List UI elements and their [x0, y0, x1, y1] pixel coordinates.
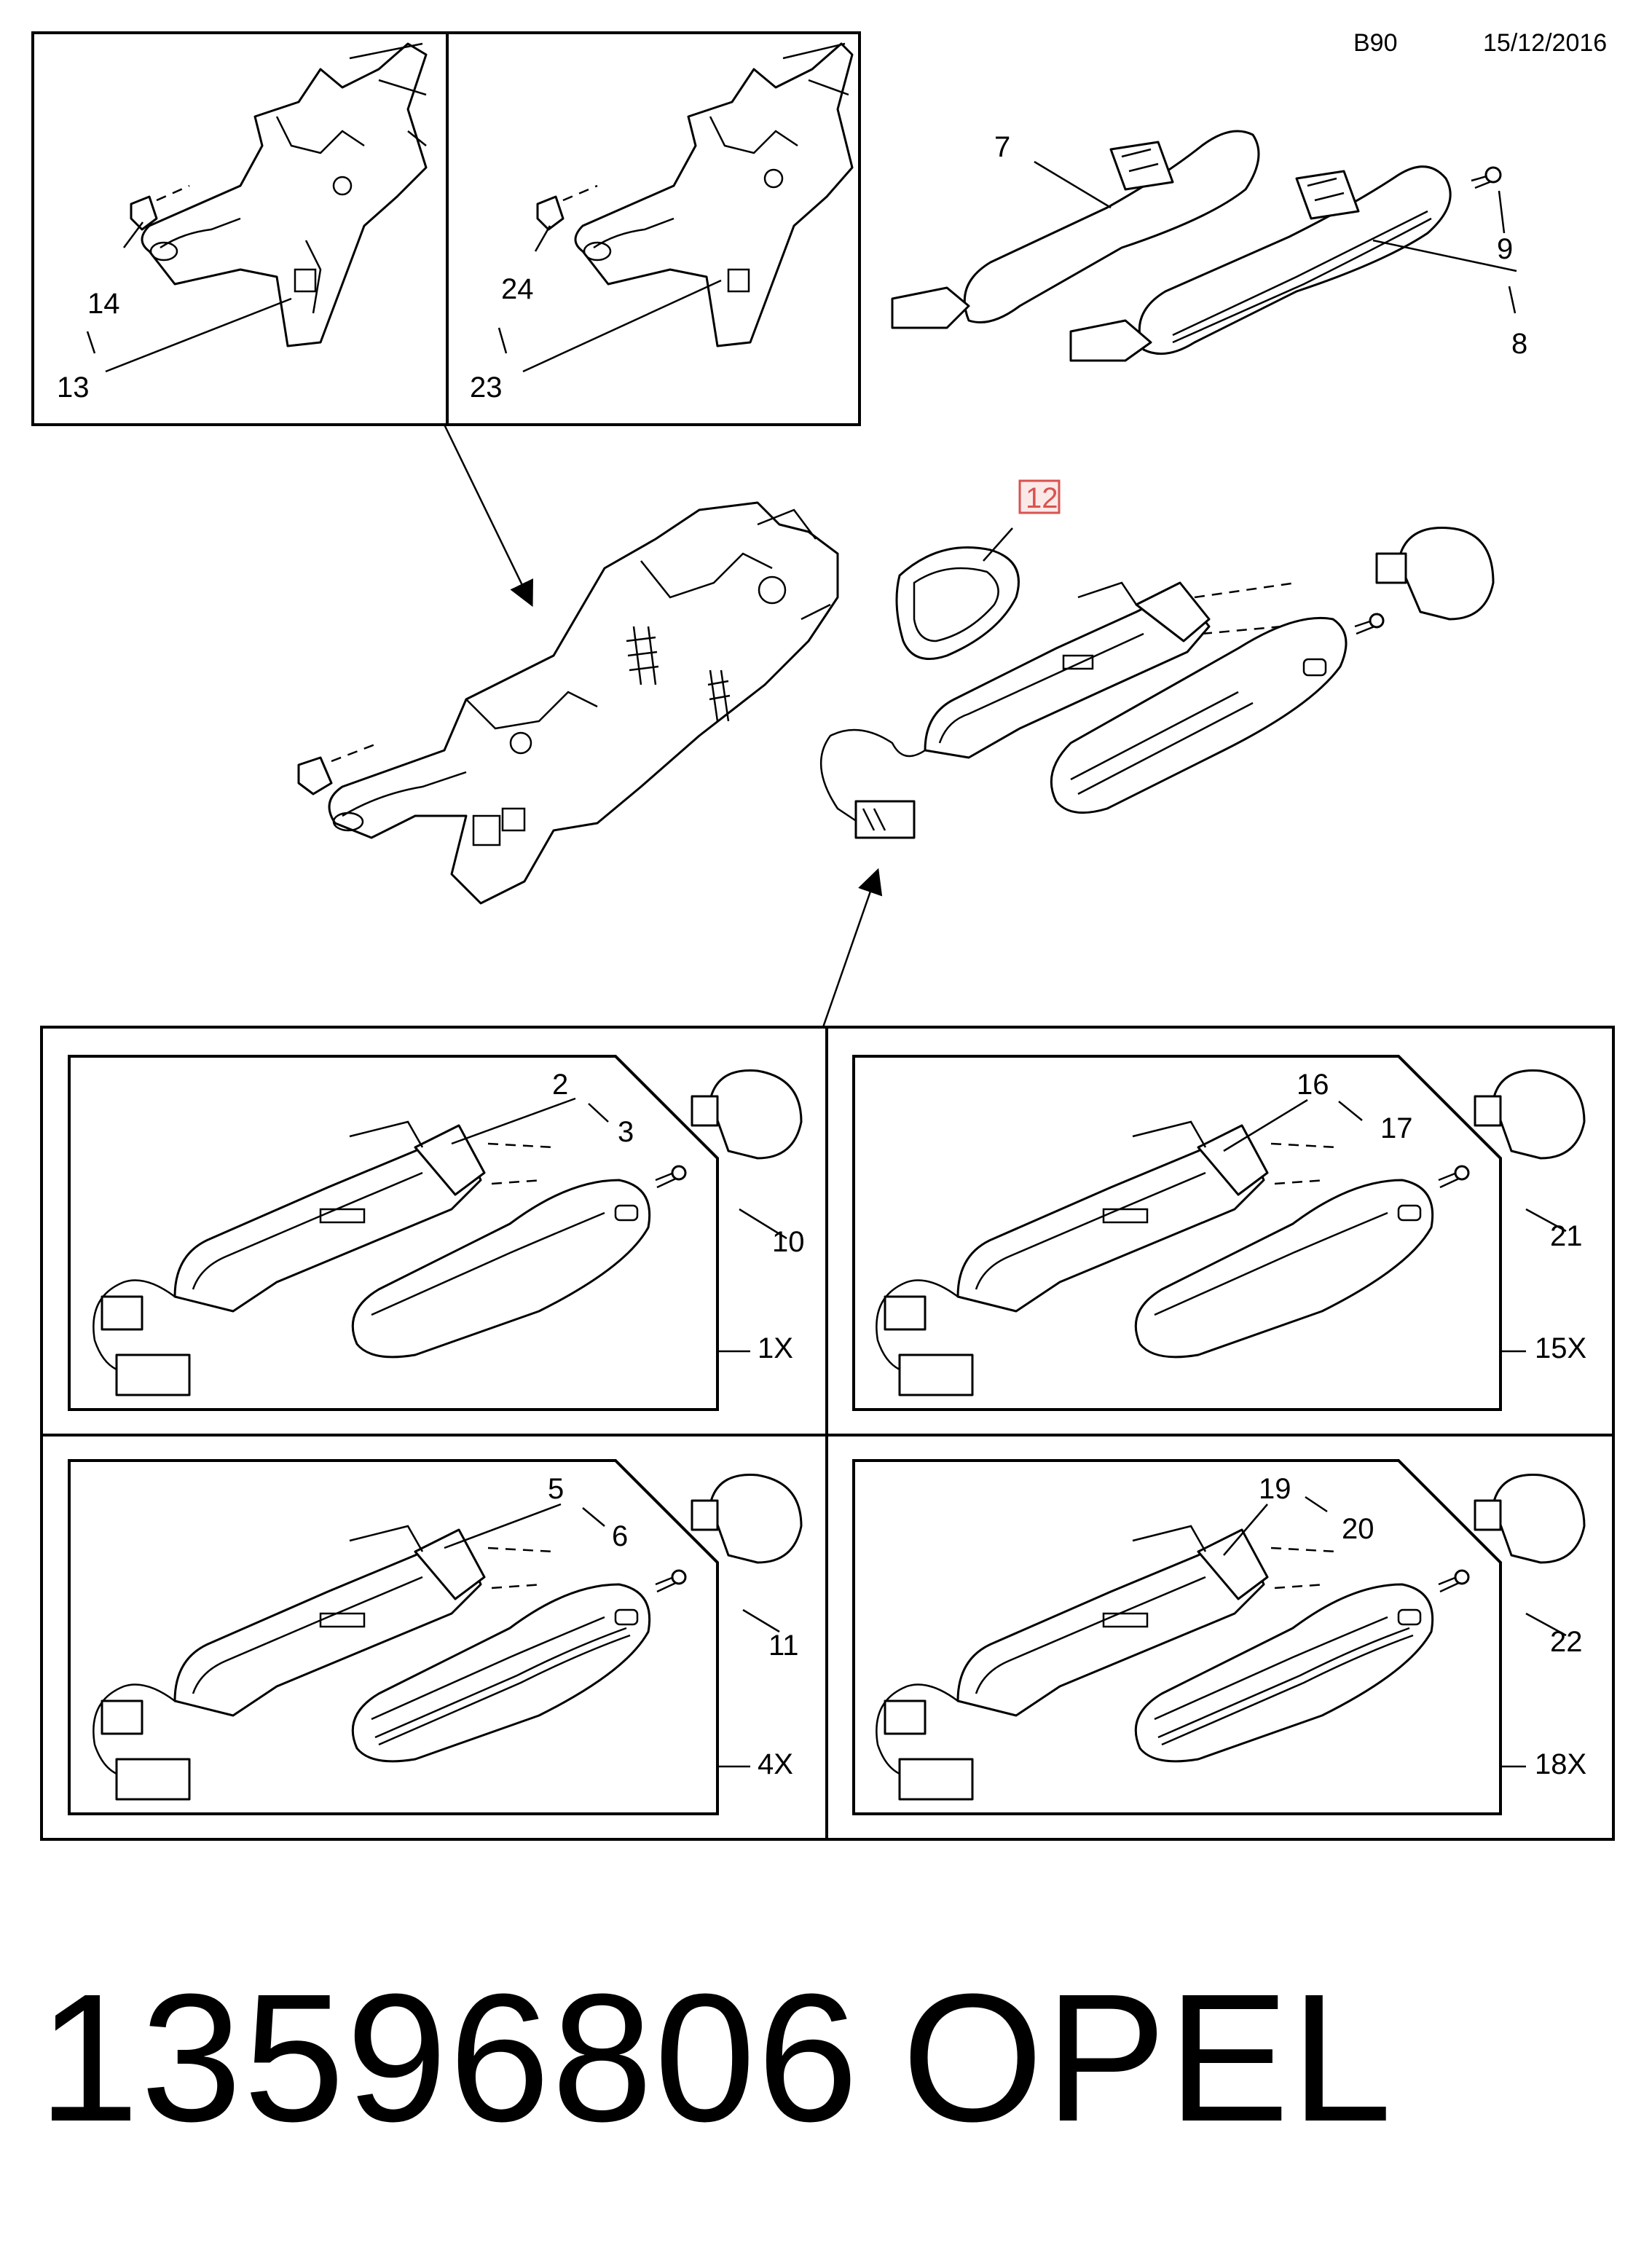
callout-20: 20	[1342, 1513, 1374, 1545]
leader-6a	[582, 1507, 605, 1527]
leader-13a	[86, 331, 96, 354]
callout-8: 8	[1511, 328, 1527, 360]
leader-23a	[497, 327, 508, 354]
leader-9	[1498, 190, 1506, 234]
connector	[898, 1353, 974, 1396]
callout-6: 6	[612, 1520, 628, 1552]
end-cap	[709, 1474, 803, 1564]
leader-24	[534, 225, 551, 252]
leader-7	[1034, 160, 1112, 209]
detail-frames-top	[31, 31, 861, 426]
callout-10: 10	[772, 1226, 805, 1258]
leader-8b	[1508, 286, 1517, 314]
brand-name: OPEL	[902, 1956, 1393, 2159]
callout-7: 7	[994, 131, 1010, 163]
leader-8	[1372, 239, 1517, 272]
leader	[742, 1608, 780, 1633]
arrow-from-variants	[822, 868, 883, 1028]
end-cap	[1492, 1474, 1586, 1564]
diagram-date: 15/12/2016	[1483, 29, 1608, 57]
leader-17a	[1338, 1101, 1363, 1121]
callout-19: 19	[1259, 1473, 1291, 1505]
callout-21: 21	[1550, 1220, 1583, 1252]
qty-18x: 18X	[1535, 1748, 1586, 1780]
handle-bracket	[173, 1128, 482, 1313]
connector	[115, 1758, 191, 1801]
callout-5: 5	[548, 1473, 564, 1505]
handle-bracket-centre	[819, 581, 1385, 839]
callout-2: 2	[552, 1069, 568, 1101]
callout-12-box	[1018, 479, 1061, 514]
callout-16: 16	[1297, 1069, 1329, 1101]
variant-18x	[876, 1474, 1586, 1801]
leader	[444, 1503, 562, 1549]
outer-handle-8	[1069, 165, 1502, 362]
variant-1x	[93, 1069, 803, 1396]
door-lock-assembly	[297, 501, 839, 905]
leader	[1223, 1099, 1308, 1152]
callout-23: 23	[470, 372, 503, 404]
variant-grid	[40, 1026, 1615, 1841]
callout-3: 3	[618, 1116, 634, 1148]
leader-23	[522, 279, 722, 373]
callout-17: 17	[1380, 1112, 1413, 1144]
leader-12	[983, 527, 1013, 562]
end-cap-centre	[1375, 527, 1495, 621]
variant-handles	[93, 1069, 1586, 1801]
leader	[451, 1097, 576, 1145]
callout-22: 22	[1550, 1626, 1583, 1658]
leader	[739, 1208, 787, 1240]
qty-1x: 1X	[758, 1332, 793, 1364]
callout-11: 11	[768, 1630, 799, 1662]
handle-bracket	[956, 1128, 1265, 1313]
variant-4x	[93, 1474, 803, 1801]
leader-3a	[588, 1103, 609, 1123]
leader	[1223, 1504, 1268, 1556]
handle-seal-12	[895, 546, 1020, 660]
leader-14	[122, 221, 144, 248]
qty-15x: 15X	[1535, 1332, 1586, 1364]
handle-bracket	[173, 1532, 482, 1717]
leader-13	[105, 297, 292, 373]
variant-15x	[876, 1069, 1586, 1396]
callout-14: 14	[87, 288, 120, 320]
part-number: 13596806	[38, 1956, 860, 2159]
qty-4x: 4X	[758, 1748, 793, 1780]
connector	[115, 1353, 191, 1396]
leader	[1525, 1208, 1567, 1233]
leader-20a	[1305, 1496, 1328, 1513]
lock-mechanism-right	[536, 42, 854, 347]
connector	[898, 1758, 974, 1801]
leader	[1525, 1612, 1567, 1637]
arrow-to-assembly	[443, 424, 533, 608]
diagram-code: B90	[1353, 29, 1398, 57]
callout-12: 12	[1026, 482, 1058, 514]
handle-bracket	[956, 1532, 1265, 1717]
outer-handle-7	[891, 130, 1260, 329]
lock-mechanism-left	[130, 42, 428, 347]
callout-13: 13	[57, 372, 90, 404]
end-cap	[1492, 1069, 1586, 1160]
callout-9: 9	[1497, 233, 1513, 265]
callout-24: 24	[501, 273, 534, 305]
end-cap	[709, 1069, 803, 1160]
